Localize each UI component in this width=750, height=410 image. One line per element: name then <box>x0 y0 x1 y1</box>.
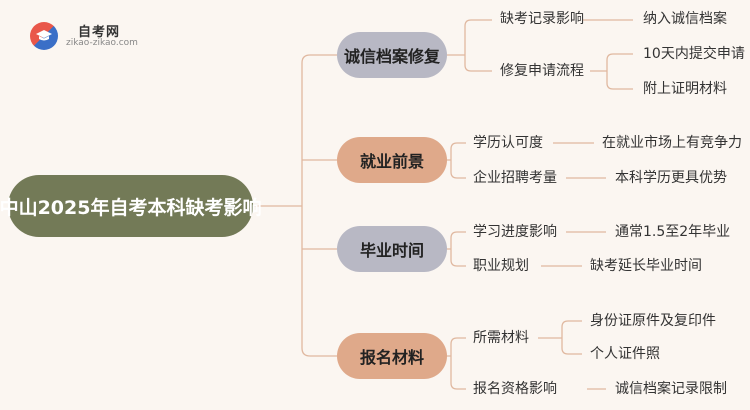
sub-node: 职业规划 <box>473 258 529 274</box>
sub-node: 学历认可度 <box>473 135 543 151</box>
branch-credit-record: 诚信档案修复 <box>337 32 447 78</box>
sub-connector <box>464 19 492 72</box>
logo-title: 自考网 <box>78 25 121 40</box>
leaf-node: 纳入诚信档案 <box>643 11 727 27</box>
sub-connector <box>450 231 466 267</box>
leaf-node: 通常1.5至2年毕业 <box>615 224 731 240</box>
sub-connector <box>450 337 466 390</box>
sub-node: 所需材料 <box>473 330 529 346</box>
branch-graduation-time: 毕业时间 <box>337 226 447 272</box>
graduation-cap-icon <box>36 30 52 41</box>
sub-node: 修复申请流程 <box>500 63 584 79</box>
logo-badge <box>30 22 58 50</box>
leaf-node: 本科学历更具优势 <box>615 170 727 186</box>
leaf-node: 诚信档案记录限制 <box>615 381 727 397</box>
leaf-node: 附上证明材料 <box>643 81 727 97</box>
sub-connector <box>450 142 466 179</box>
leaf-node: 在就业市场上有竞争力 <box>602 135 742 151</box>
branch-application-materials: 报名材料 <box>337 333 447 379</box>
spine-connector <box>301 54 337 357</box>
leaf-node: 缺考延长毕业时间 <box>590 258 702 274</box>
leaf-bracket <box>561 320 582 355</box>
branch-employment: 就业前景 <box>337 137 447 183</box>
leaf-bracket <box>606 53 633 90</box>
sub-node: 报名资格影响 <box>473 381 557 397</box>
sub-node: 学习进度影响 <box>473 224 557 240</box>
sub-node: 缺考记录影响 <box>500 11 584 27</box>
leaf-node: 身份证原件及复印件 <box>590 313 716 329</box>
site-logo[interactable]: 自考网 zikao-zikao.com <box>30 20 150 50</box>
leaf-node: 个人证件照 <box>590 346 660 362</box>
logo-url: zikao-zikao.com <box>66 38 138 48</box>
root-node: 中山2025年自考本科缺考影响 <box>0 175 261 237</box>
sub-node: 企业招聘考量 <box>473 170 557 186</box>
leaf-node: 10天内提交申请 <box>643 46 745 62</box>
